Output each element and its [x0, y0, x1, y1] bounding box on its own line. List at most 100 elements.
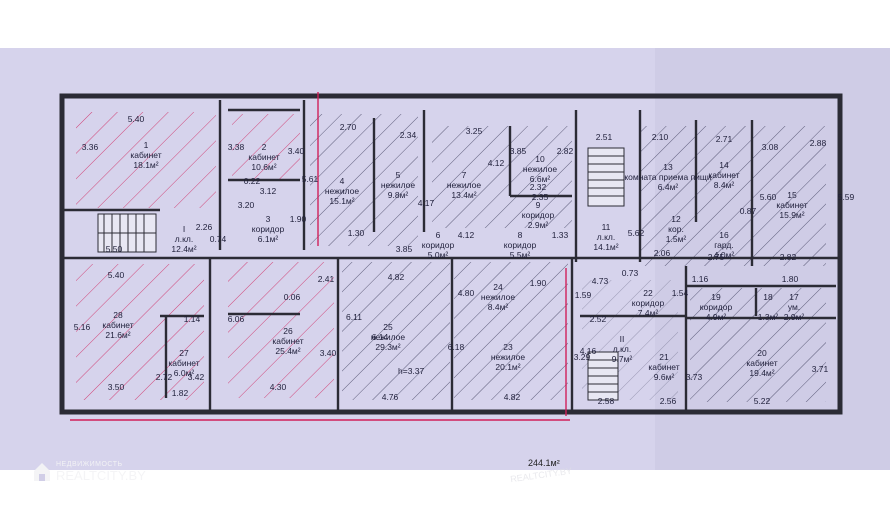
room-area: 8.4м² — [488, 302, 509, 312]
dimension-label: 4.73 — [592, 276, 609, 286]
room-label: 18 — [763, 292, 773, 302]
room-label: 3 — [266, 214, 271, 224]
watermark-small-text: НЕДВИЖИМОСТЬ — [56, 461, 123, 468]
dimension-label: 2.34 — [400, 130, 417, 140]
dimension-label: 0.74 — [210, 234, 227, 244]
dimension-label: 5.59 — [838, 192, 855, 202]
room-label: 12 — [671, 214, 681, 224]
room-area: 9.7м² — [612, 354, 633, 364]
room-name: коридор — [700, 302, 733, 312]
room-label: 4 — [340, 176, 345, 186]
dimension-label: 6.11 — [346, 312, 362, 322]
stairs-left — [97, 213, 157, 253]
total-area: 244.1м² — [528, 458, 560, 468]
room-name: ум. — [788, 302, 800, 312]
room-name: нежилое — [447, 180, 482, 190]
dimension-label: 6.14 — [372, 332, 389, 342]
room-name: нежилое — [371, 332, 406, 342]
room-label: 17 — [789, 292, 799, 302]
dimension-label: 3.40 — [320, 348, 337, 358]
dimension-label: 1.80 — [782, 274, 799, 284]
room-label: 2 — [262, 142, 267, 152]
dimension-label: 2.32 — [530, 182, 547, 192]
room-name: кабинет — [168, 358, 199, 368]
dimension-label: 3.42 — [188, 372, 205, 382]
dimension-label: 1.14 — [184, 314, 201, 324]
watermark-brand-text: REALTCITY.BY — [56, 468, 146, 483]
dimension-label: 0.06 — [284, 292, 301, 302]
dimension-label: 3.20 — [238, 200, 255, 210]
dimension-label: 0.73 — [622, 268, 639, 278]
room-area: 9.8м² — [388, 190, 409, 200]
dimension-label: 3.38 — [228, 142, 245, 152]
dimension-label: 1.54 — [672, 288, 689, 298]
room-name: комната приема пищи — [624, 172, 712, 182]
room-label: 7 — [462, 170, 467, 180]
room-name: кабинет — [708, 170, 739, 180]
dimension-label: 2.75 — [708, 252, 725, 262]
room-area: 19.4м² — [749, 368, 774, 378]
dimension-label: 2.71 — [716, 134, 733, 144]
house-logo-icon — [34, 463, 50, 481]
room-name: нежилое — [523, 164, 558, 174]
dimension-label: 2.70 — [340, 122, 357, 132]
dimension-label: 1.33 — [552, 230, 569, 240]
dimension-label: 2.82 — [557, 146, 574, 156]
room-area: 6.4м² — [658, 182, 679, 192]
dimension-label: 4.76 — [382, 392, 399, 402]
dimension-label: 1.82 — [172, 388, 189, 398]
room-label: 9 — [536, 200, 541, 210]
room-label: 14 — [719, 160, 729, 170]
room-name: л.кл. — [597, 232, 615, 242]
room-label: 24 — [493, 282, 503, 292]
room-label: 16 — [719, 230, 729, 240]
room-area: 6.0м² — [174, 368, 195, 378]
dimension-label: 1.59 — [575, 290, 592, 300]
dimension-label: 2.82 — [780, 252, 797, 262]
room-name: нежилое — [381, 180, 416, 190]
dimension-label: 3.12 — [260, 186, 277, 196]
room-name: коридор — [522, 210, 555, 220]
room-area: 6.6м² — [530, 174, 551, 184]
room-label: 6 — [436, 230, 441, 240]
dimension-label: 3.85 — [396, 244, 413, 254]
room-area: 7.4м² — [638, 308, 659, 318]
room-label: 10 — [535, 154, 545, 164]
room-label: 20 — [757, 348, 767, 358]
room-label: 11 — [602, 222, 611, 232]
room-name: кор. — [668, 224, 684, 234]
room-area: 2.9м² — [528, 220, 549, 230]
dimension-label: 2.06 — [654, 248, 671, 258]
dimension-label: 5.62 — [628, 228, 645, 238]
dimension-label: 2.10 — [652, 132, 669, 142]
dimension-label: 3.71 — [812, 364, 829, 374]
dimension-label: 0.22 — [244, 176, 261, 186]
room-area: 1.5м² — [666, 234, 687, 244]
dimension-label: 5.16 — [74, 322, 91, 332]
dimension-label: 2.26 — [196, 222, 213, 232]
room-name: нежилое — [491, 352, 526, 362]
dimension-label: 5.22 — [754, 396, 771, 406]
dimension-label: 2.56 — [660, 396, 677, 406]
dimension-label: 2.41 — [318, 274, 335, 284]
room-label: 19 — [711, 292, 721, 302]
room-area: 5.0м² — [428, 250, 449, 260]
room-area: 25.4м² — [275, 346, 300, 356]
room-area: 9.6м² — [654, 372, 675, 382]
room-name: кабинет — [272, 336, 303, 346]
dimension-label: 3.40 — [288, 146, 305, 156]
room-name: коридор — [504, 240, 537, 250]
dimension-label: 0.87 — [740, 206, 757, 216]
dimension-label: 2.35 — [532, 192, 549, 202]
room-label: II — [620, 334, 625, 344]
room-label: 25 — [383, 322, 393, 332]
room-labels: 1кабинет18.1м²2кабинет10.6м²3коридор6.1м… — [102, 140, 807, 382]
room-name: нежилое — [481, 292, 516, 302]
dimension-label: 1.90 — [530, 278, 547, 288]
room-name: л.кл. — [613, 344, 631, 354]
room-area: 2.9м² — [784, 312, 805, 322]
dimension-label: 4.82 — [388, 272, 405, 282]
room-name: кабинет — [130, 150, 161, 160]
